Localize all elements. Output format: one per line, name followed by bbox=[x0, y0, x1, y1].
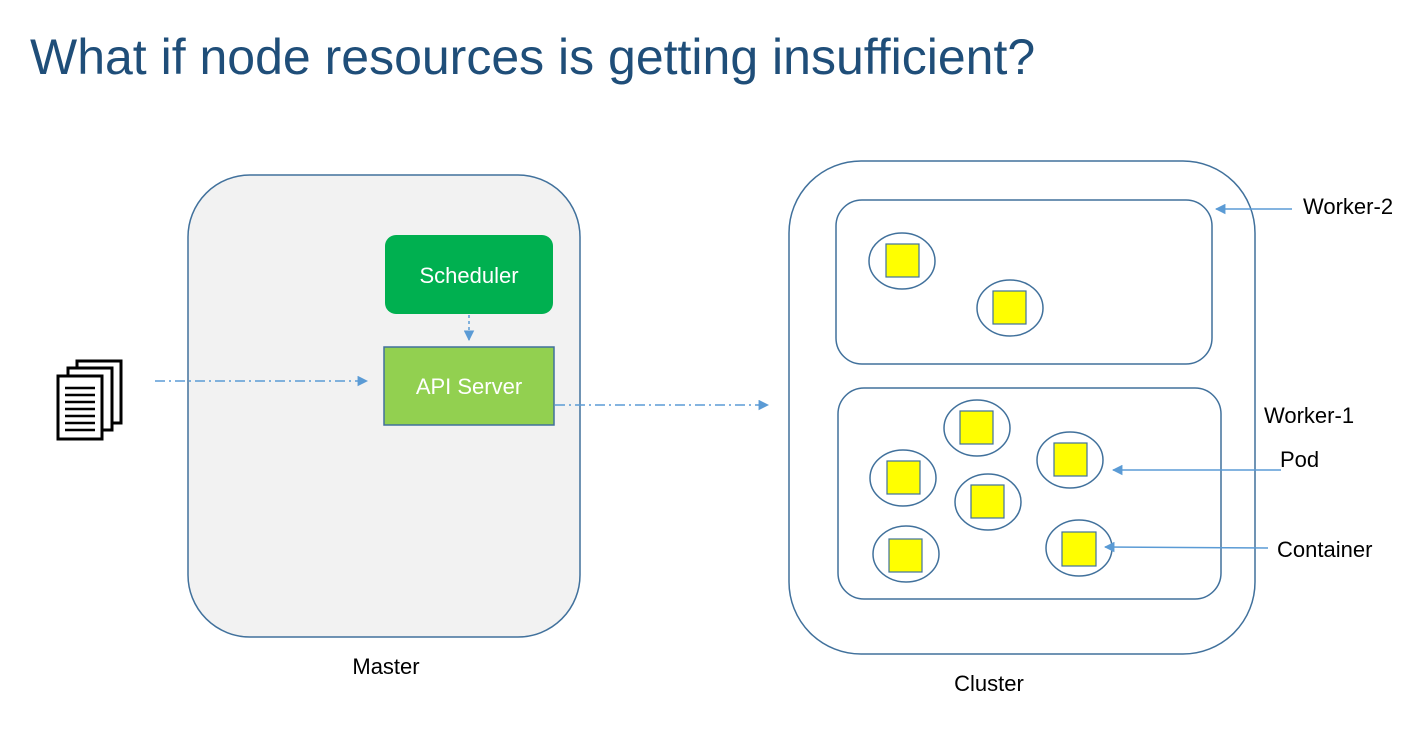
worker-1-label: Worker-1 bbox=[1264, 403, 1354, 428]
pod bbox=[943, 399, 1011, 457]
documents-icon bbox=[56, 359, 123, 441]
scheduler-box: Scheduler bbox=[385, 235, 553, 314]
pod bbox=[954, 473, 1022, 531]
container bbox=[1053, 442, 1088, 477]
api-server-box: API Server bbox=[383, 346, 555, 426]
pod bbox=[872, 525, 940, 583]
pod bbox=[868, 232, 936, 290]
worker-2-label: Worker-2 bbox=[1303, 194, 1393, 219]
container bbox=[885, 243, 920, 278]
scheduler-label: Scheduler bbox=[419, 263, 518, 288]
api-server-label: API Server bbox=[416, 374, 522, 399]
container-label: Container bbox=[1277, 537, 1372, 562]
container bbox=[886, 460, 921, 495]
container bbox=[888, 538, 923, 573]
pod bbox=[1045, 519, 1113, 577]
container-callout-arrow bbox=[1103, 541, 1269, 553]
master-label: Master bbox=[352, 654, 419, 679]
container bbox=[970, 484, 1005, 519]
pod bbox=[869, 449, 937, 507]
container bbox=[992, 290, 1027, 325]
page-title: What if node resources is getting insuff… bbox=[30, 29, 1036, 85]
pod bbox=[1036, 431, 1104, 489]
cluster-label: Cluster bbox=[954, 671, 1024, 696]
container bbox=[1061, 531, 1097, 567]
pod bbox=[976, 279, 1044, 337]
pod-label: Pod bbox=[1280, 447, 1319, 472]
container bbox=[959, 410, 994, 445]
